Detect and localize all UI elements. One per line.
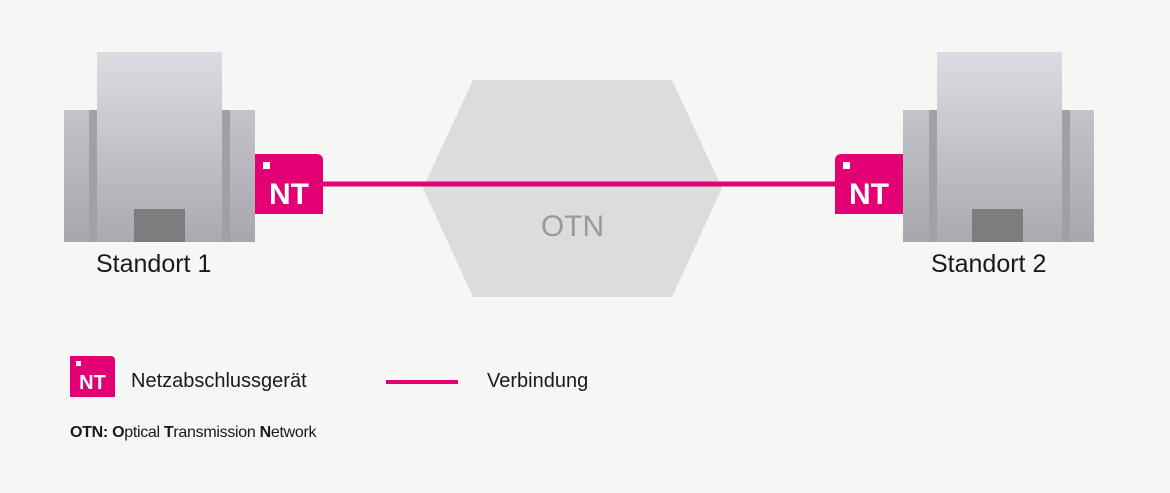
- building-door: [972, 209, 1023, 242]
- site-2-label: Standort 2: [931, 250, 1047, 278]
- legend-line-swatch: [386, 380, 458, 384]
- building-door: [134, 209, 185, 242]
- otn-network-hexagon: [423, 80, 722, 297]
- nt-device-1: NT: [255, 154, 323, 214]
- legend-line-label: Verbindung: [487, 370, 589, 392]
- legend-device-label: Netzabschlussgerät: [131, 370, 307, 392]
- nt-device-2: NT: [835, 154, 903, 214]
- legend-nt-icon: NT: [70, 356, 115, 397]
- otn-label: OTN: [540, 210, 605, 243]
- footnote: OTN: Optical Transmission Network: [70, 424, 317, 442]
- nt-label: NT: [269, 178, 309, 211]
- site-1-label: Standort 1: [96, 250, 212, 278]
- footnote-text: ptical: [124, 424, 164, 441]
- footnote-text: ransmission: [173, 424, 260, 441]
- footnote-text: etwork: [270, 424, 317, 441]
- nt-label: NT: [79, 372, 106, 394]
- footnote-term: OTN:: [70, 424, 108, 441]
- footnote-initial: N: [259, 424, 272, 441]
- footnote-initial: T: [163, 424, 174, 441]
- footnote-initial: O: [112, 424, 125, 441]
- nt-label: NT: [849, 178, 889, 211]
